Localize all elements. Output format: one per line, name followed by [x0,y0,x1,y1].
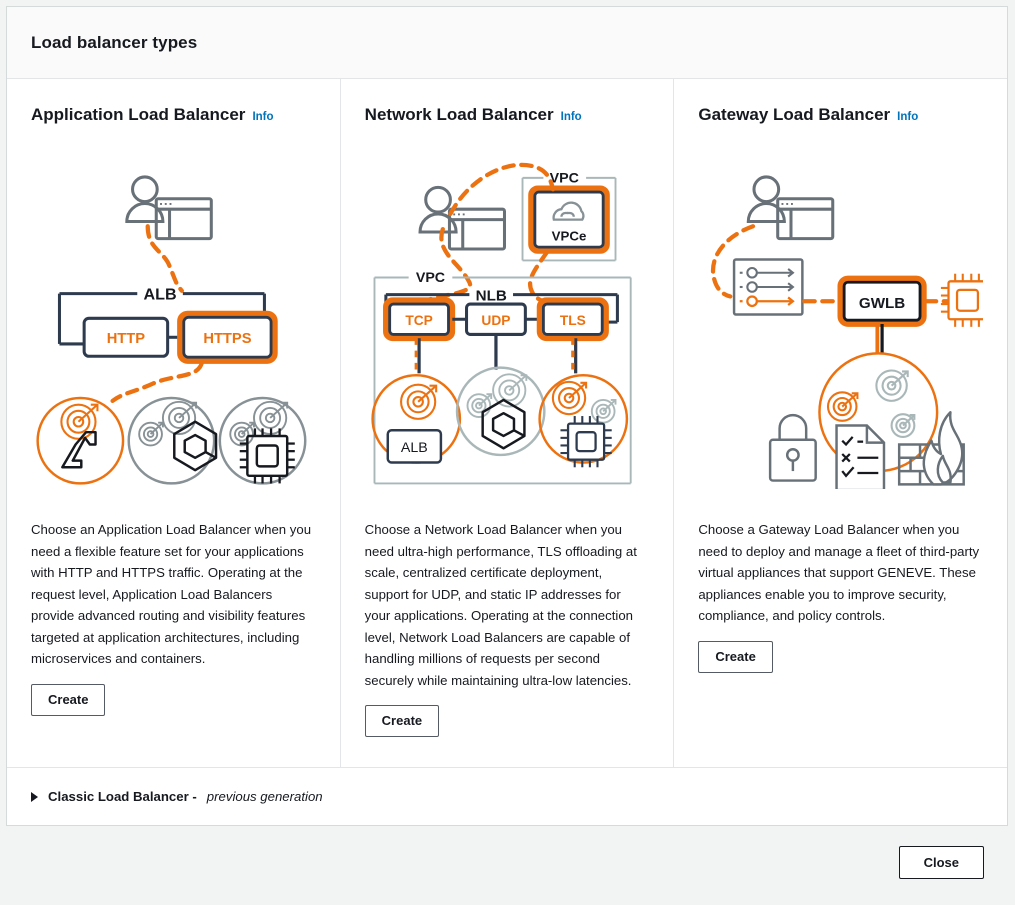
target-bullseye-icon [138,400,198,447]
modal-header: Load balancer types [7,7,1007,79]
classic-load-balancer-expander[interactable]: Classic Load Balancer - previous generat… [31,789,323,804]
alb-architecture-illustration: ALB HTTP HTTPS [36,175,307,485]
lambda-icon [61,430,97,469]
ec2-chip-icon [239,428,295,484]
modal-footer: Close [6,826,1008,898]
vpc-endpoint-box[interactable]: VPCe [527,185,610,254]
alb-container-label: ALB [143,285,176,303]
classic-load-balancer-label: Classic Load Balancer - [48,789,197,804]
info-link-gwlb[interactable]: Info [897,111,919,123]
vpc-boundary-main [373,276,632,485]
listener-box-udp[interactable]: UDP [464,302,527,336]
vpc-label-endpoint: VPC [549,171,578,187]
target-bullseye-icon [60,403,99,440]
diagram-gwlb: GWLB [698,129,984,519]
target-bullseye-icon [875,369,916,438]
load-balancer-card-list: Application Load Balancer Info [7,79,1007,767]
target-bullseye-icon [466,373,527,418]
create-button-gwlb[interactable]: Create [698,640,773,673]
card-title-nlb: Network Load Balancer [364,105,554,124]
listener-box-http[interactable]: HTTP [82,316,170,358]
target-group-lambda[interactable] [36,396,125,485]
listener-box-tls[interactable]: TLS [536,297,609,342]
card-application-load-balancer: Application Load Balancer Info [7,79,340,767]
listener-label-tcp: TCP [405,313,433,328]
classic-load-balancer-section: Classic Load Balancer - previous generat… [7,767,1007,825]
user-browser-icon [747,175,835,241]
card-gateway-load-balancer: Gateway Load Balancer Info [673,79,1007,767]
card-header-nlb: Network Load Balancer Info [365,105,650,125]
chevron-right-icon [31,791,38,802]
traffic-path-listener-to-target [110,360,204,403]
target-bullseye-icon [229,400,289,447]
gwlb-architecture-illustration: GWLB [711,175,984,489]
container-cube-icon [173,420,218,472]
info-link-alb[interactable]: Info [252,111,274,123]
user-browser-icon [125,175,213,241]
listener-label-udp: UDP [481,313,510,328]
container-cube-icon [481,398,526,450]
gwlb-box[interactable]: GWLB [837,275,928,327]
create-button-nlb[interactable]: Create [364,705,440,737]
target-bullseye-icon [551,380,587,416]
target-group-ec2[interactable] [218,396,307,485]
target-bullseye-icon [590,398,617,424]
alb-target-label: ALB [401,440,428,456]
classic-load-balancer-sublabel: previous generation [206,789,323,804]
card-header-alb: Application Load Balancer Info [31,105,316,125]
info-link-nlb[interactable]: Info [560,111,582,123]
page-title: Load balancer types [31,32,198,52]
target-group-alb[interactable]: ALB [371,374,461,464]
cloud-link-icon [552,201,585,221]
target-group-container[interactable] [455,366,546,457]
listener-box-tcp[interactable]: TCP [382,297,455,342]
card-title-gwlb: Gateway Load Balancer [698,105,891,124]
traffic-path-client-to-listener [145,224,185,293]
traffic-path-vpce-to-tls [527,249,563,306]
lock-icon [769,413,818,482]
vpc-boundary-endpoint [521,176,617,262]
target-group-appliances[interactable] [769,352,966,489]
listener-label-http: HTTP [107,331,146,347]
target-bullseye-icon [399,383,437,420]
load-balancer-types-modal: Load balancer types Application Load Bal… [6,6,1008,826]
listener-label-https: HTTPS [203,331,251,347]
checklist-marks-icon [841,436,879,478]
target-group-container[interactable] [127,396,218,485]
route-table-icon [733,258,804,316]
gwlb-label: GWLB [859,295,905,312]
nlb-container-label: NLB [475,287,506,304]
ec2-chip-icon [941,273,984,327]
diagram-nlb: VPC VPCe [365,129,650,519]
listener-box-https[interactable]: HTTPS [177,310,278,364]
diagram-alb: ALB HTTP HTTPS [31,129,316,519]
flame-icon [922,411,964,486]
route-table-row-selected [740,295,796,308]
ec2-chip-icon [560,416,612,468]
vpc-label-main: VPC [416,270,445,286]
target-bullseye-icon [827,391,859,422]
card-description-nlb: Choose a Network Load Balancer when you … [364,522,637,688]
card-title-alb: Application Load Balancer [31,105,246,124]
traffic-path-client-to-route-table [711,224,756,299]
target-group-ec2[interactable] [538,374,628,468]
nlb-architecture-illustration: VPC VPCe [371,162,632,485]
card-network-load-balancer: Network Load Balancer Info VPC [339,79,674,767]
card-description-gwlb: Choose a Gateway Load Balancer when you … [698,522,980,623]
close-button[interactable]: Close [898,845,984,879]
alb-target-box [386,429,442,464]
user-browser-icon [418,185,506,251]
card-header-gwlb: Gateway Load Balancer Info [698,105,983,125]
create-button-alb[interactable]: Create [31,683,106,716]
card-description-alb: Choose an Application Load Balancer when… [31,522,312,666]
vpc-endpoint-label: VPCe [551,228,586,243]
traffic-path-client-to-vpce [447,162,555,217]
listener-label-tls: TLS [559,313,585,328]
